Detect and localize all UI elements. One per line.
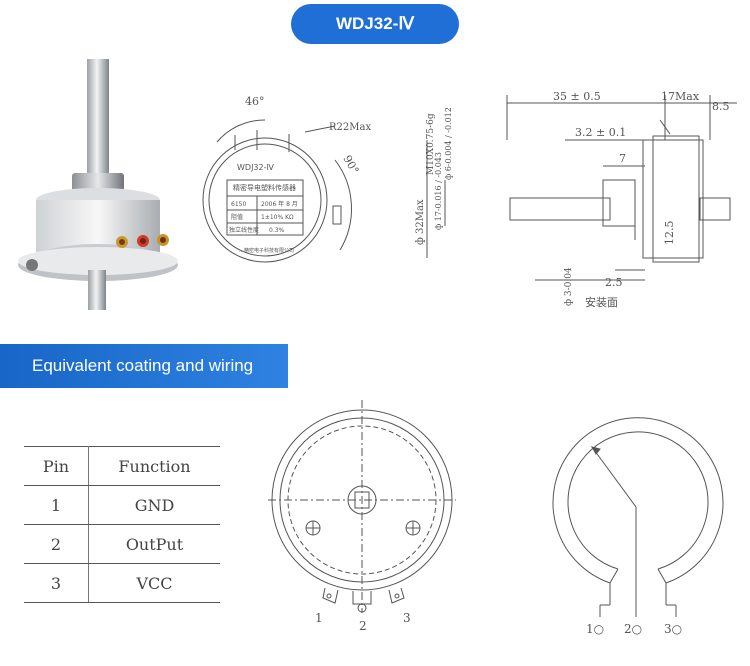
face-row2-right: 2006 年 8 月 xyxy=(261,200,298,208)
pin-cell: 1 xyxy=(24,485,89,525)
radius-label: R22Max xyxy=(329,122,371,133)
function-cell: OutPut xyxy=(88,524,220,564)
front-pin-1: 1 xyxy=(315,611,323,625)
dia-3: ф 3-0.04 xyxy=(564,267,574,306)
dim-35: 35 ± 0.5 xyxy=(553,90,601,103)
pin-function-table: Pin Function 1 GND 2 OutPut 3 VCC xyxy=(24,446,220,603)
schematic-term-2: 2○ xyxy=(624,622,642,636)
dia-m10: M10X0.75-6g xyxy=(426,113,436,175)
product-photo xyxy=(18,59,178,310)
wiring-schematic: 1○ 2○ 3○ xyxy=(552,417,724,636)
wiring-front-drawing: 1 2 3 xyxy=(268,400,456,633)
front-pin-2: 2 xyxy=(359,619,367,633)
face-name: 精密导电塑料传感器 xyxy=(233,183,296,192)
function-cell: VCC xyxy=(88,563,220,603)
dim-2-5: 2.5 xyxy=(605,276,623,289)
function-header: Function xyxy=(88,446,220,486)
angle-46-label: 46° xyxy=(245,95,265,108)
face-row2-left: 6150 xyxy=(231,201,246,208)
table-row: 2 OutPut xyxy=(24,524,220,564)
face-row3-left: 阻值 xyxy=(231,213,243,221)
dim-12-5: 12.5 xyxy=(663,221,676,246)
table-header-row: Pin Function xyxy=(24,446,220,486)
pin-cell: 2 xyxy=(24,524,89,564)
dia-6: ф 6-0.004 / -0.012 xyxy=(444,107,453,180)
dim-3-2: 3.2 ± 0.1 xyxy=(575,126,626,139)
schematic-term-3: 3○ xyxy=(664,622,682,636)
face-row4-right: 0.3% xyxy=(269,227,285,234)
dia-17: ф 17-0.016 / -0.043 xyxy=(434,152,443,230)
side-view-drawing: 35 ± 0.5 17Max 8.5 3.2 ± 0.1 7 12.5 2.5 … xyxy=(415,90,737,309)
face-row3-right: 1±10% KΩ xyxy=(261,214,294,221)
dim-7: 7 xyxy=(619,152,626,165)
wiring-section-banner: Equivalent coating and wiring xyxy=(0,344,288,388)
face-maker: …精密电子科技有限公司 xyxy=(239,247,294,254)
mount-face-label: 安装面 xyxy=(585,295,618,309)
table-row: 3 VCC xyxy=(24,563,220,603)
model-title-badge: WDJ32-Ⅳ xyxy=(291,4,459,44)
face-row4-left: 独立线性度 xyxy=(229,226,259,234)
front-pin-3: 3 xyxy=(403,611,411,625)
pin-cell: 3 xyxy=(24,563,89,603)
pin-header: Pin xyxy=(24,446,89,486)
table-row: 1 GND xyxy=(24,485,220,525)
schematic-term-1: 1○ xyxy=(586,622,604,636)
dim-17max: 17Max xyxy=(661,90,700,103)
dim-8-5: 8.5 xyxy=(712,100,730,113)
function-cell: GND xyxy=(88,485,220,525)
front-view-drawing: 46° 90° R22Max WDJ32-Ⅳ 精密导电塑料传感器 6150 20… xyxy=(202,95,371,263)
dia-32: ф 32Max xyxy=(415,199,426,245)
face-model: WDJ32-Ⅳ xyxy=(237,163,274,172)
